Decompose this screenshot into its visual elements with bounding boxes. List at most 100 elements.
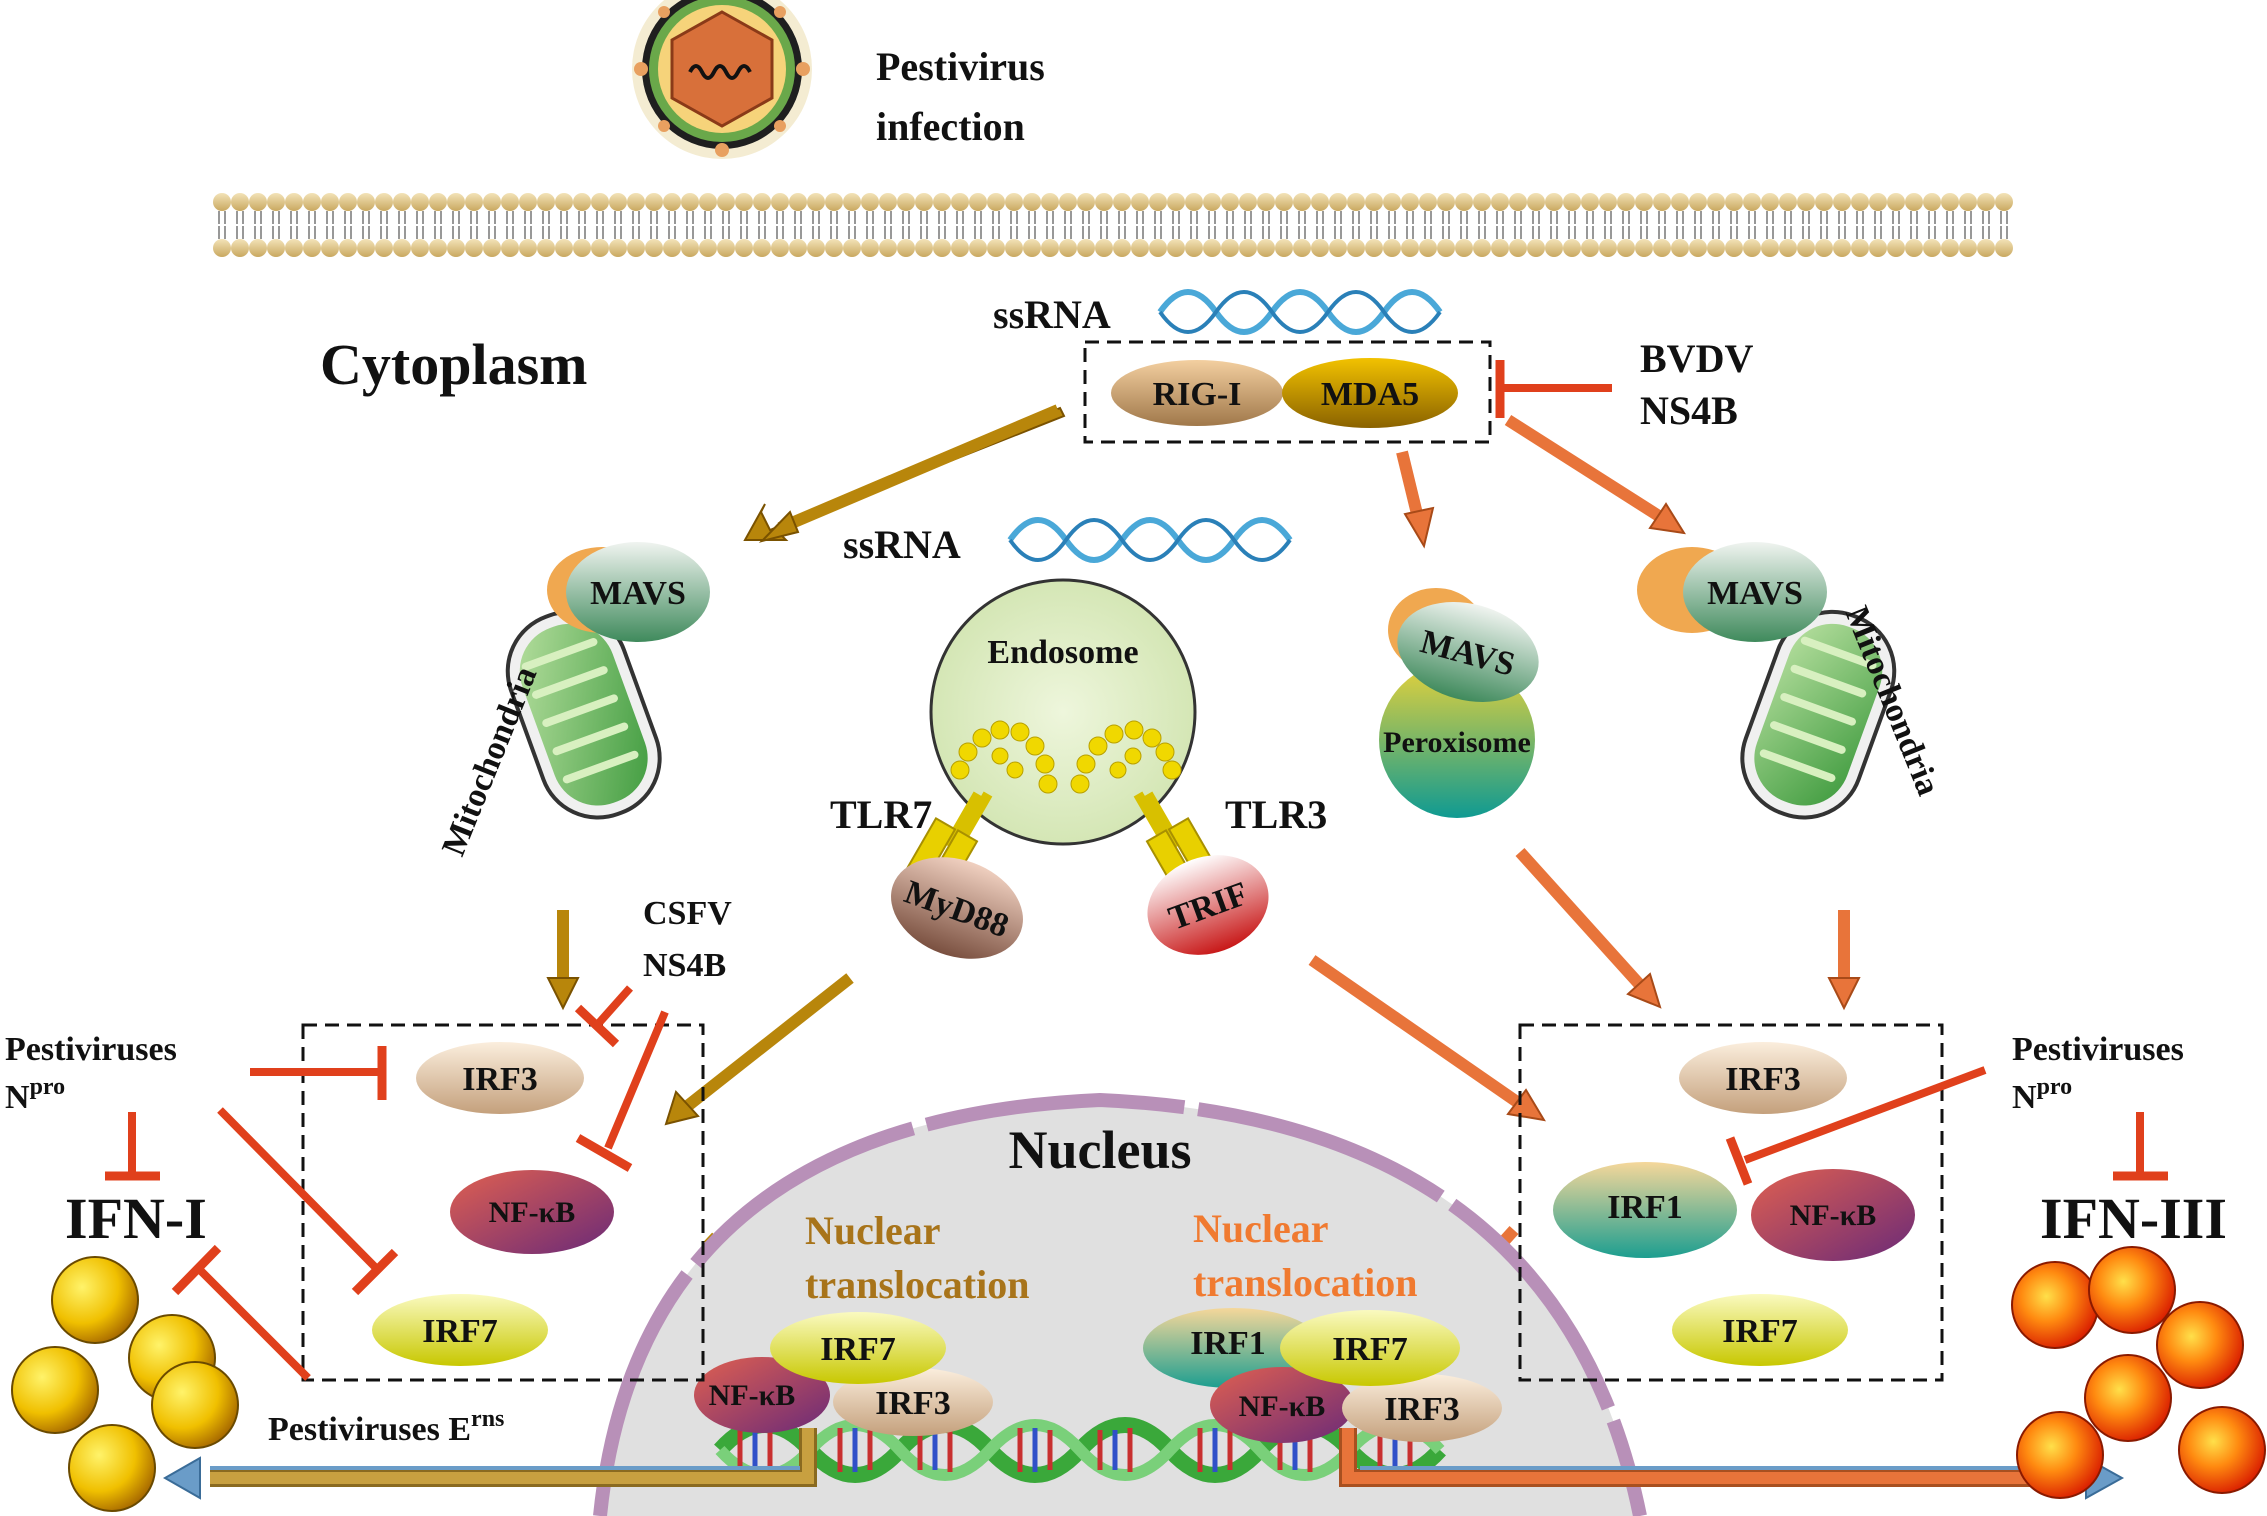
lipid-tail [1874, 211, 1882, 224]
erns-sup: rns [471, 1406, 504, 1432]
lipid-head [447, 193, 465, 211]
lipid-head [843, 193, 861, 211]
lipid-tail [884, 211, 892, 224]
right-irf1-oval [1553, 1162, 1737, 1258]
lipid-head [627, 193, 645, 211]
erns-label: Pestiviruses Erns [268, 1406, 504, 1448]
lipid-tail [218, 211, 226, 224]
lipid-head [555, 193, 573, 211]
right-irf7-label: IRF7 [1722, 1313, 1798, 1350]
lipid-head [1491, 239, 1509, 257]
lipid-tail [1190, 211, 1198, 224]
bvdv-ns4b-label: NS4B [1640, 388, 1738, 433]
lipid-tail [1280, 226, 1288, 239]
lipid-tail [902, 226, 910, 239]
lipid-head [519, 193, 537, 211]
lipid-tail [938, 211, 946, 224]
lipid-tail [758, 211, 766, 224]
lipid-head [1779, 239, 1797, 257]
lipid-head [537, 239, 555, 257]
lipid-head [1455, 193, 1473, 211]
lipid-head [1563, 239, 1581, 257]
lipid-head [357, 239, 375, 257]
lipid-head [1833, 193, 1851, 211]
lipid-tail [1100, 211, 1108, 224]
lipid-tail [1082, 211, 1090, 224]
npro-left-n-label: Npro [5, 1074, 65, 1116]
lipid-tail [344, 211, 352, 224]
lipid-tail [506, 226, 514, 239]
lipid-head [429, 239, 447, 257]
lipid-head [267, 193, 285, 211]
lipid-head [1023, 239, 1041, 257]
lipid-tail [1316, 226, 1324, 239]
mavs-right-oval [1683, 542, 1827, 642]
lipid-head [1149, 239, 1167, 257]
rig-mda-box [1083, 340, 1492, 444]
lipid-tail [1352, 226, 1360, 239]
csfv-ns4b-label: NS4B [643, 947, 726, 984]
left-irf3-label: IRF3 [462, 1061, 538, 1098]
lipid-head [1527, 193, 1545, 211]
lipid-head [1815, 193, 1833, 211]
lipid-head [1833, 239, 1851, 257]
lipid-head [1311, 239, 1329, 257]
lipid-tail [1820, 226, 1828, 239]
lipid-tail [1892, 211, 1900, 224]
lipid-head [1977, 193, 1995, 211]
npro-left-n: N [5, 1079, 30, 1116]
npro-left-sup: pro [30, 1074, 66, 1100]
lipid-tail [686, 226, 694, 239]
tlr3-label: TLR3 [1225, 792, 1327, 837]
lipid-tail [1388, 211, 1396, 224]
lipid-tail [560, 211, 568, 224]
lipid-head [573, 239, 591, 257]
lipid-head [1761, 193, 1779, 211]
lipid-head [393, 193, 411, 211]
lipid-head [1077, 193, 1095, 211]
lipid-tail [1244, 226, 1252, 239]
lipid-head [1113, 193, 1131, 211]
lipid-head [681, 193, 699, 211]
lipid-tail [1784, 226, 1792, 239]
lipid-head [1383, 239, 1401, 257]
lipid-tail [632, 226, 640, 239]
lipid-head [1851, 193, 1869, 211]
nucleus-right-irf7-label: IRF7 [1332, 1331, 1408, 1368]
lipid-tail [1496, 226, 1504, 239]
lipid-tail [812, 226, 820, 239]
lipid-head [1653, 239, 1671, 257]
lipid-head [303, 193, 321, 211]
lipid-tail [830, 226, 838, 239]
lipid-tail [1460, 226, 1468, 239]
lipid-head [1113, 239, 1131, 257]
left-irf3-oval [416, 1042, 584, 1114]
lipid-head [573, 193, 591, 211]
lipid-tail [1172, 211, 1180, 224]
lipid-head [1743, 239, 1761, 257]
lipid-tail [308, 211, 316, 224]
left-irf7-oval [372, 1294, 548, 1366]
lipid-tail [380, 226, 388, 239]
lipid-tail [668, 226, 676, 239]
lipid-tail [1100, 226, 1108, 239]
lipid-tail [776, 226, 784, 239]
lipid-tail [236, 211, 244, 224]
lipid-tail [1946, 211, 1954, 224]
lipid-head [1347, 239, 1365, 257]
lipid-head [987, 193, 1005, 211]
lipid-tail [1118, 226, 1126, 239]
nucleus-left-irf3-label: IRF3 [875, 1385, 951, 1422]
lipid-head [483, 239, 501, 257]
lipid-head [663, 239, 681, 257]
lipid-head [1563, 193, 1581, 211]
lipid-tail [848, 226, 856, 239]
lipid-head [1581, 239, 1599, 257]
lipid-tail [1514, 226, 1522, 239]
lipid-head [1437, 193, 1455, 211]
lipid-tail [434, 226, 442, 239]
lipid-tail [1028, 226, 1036, 239]
lipid-tail [542, 226, 550, 239]
lipid-head [681, 239, 699, 257]
lipid-head [1617, 239, 1635, 257]
